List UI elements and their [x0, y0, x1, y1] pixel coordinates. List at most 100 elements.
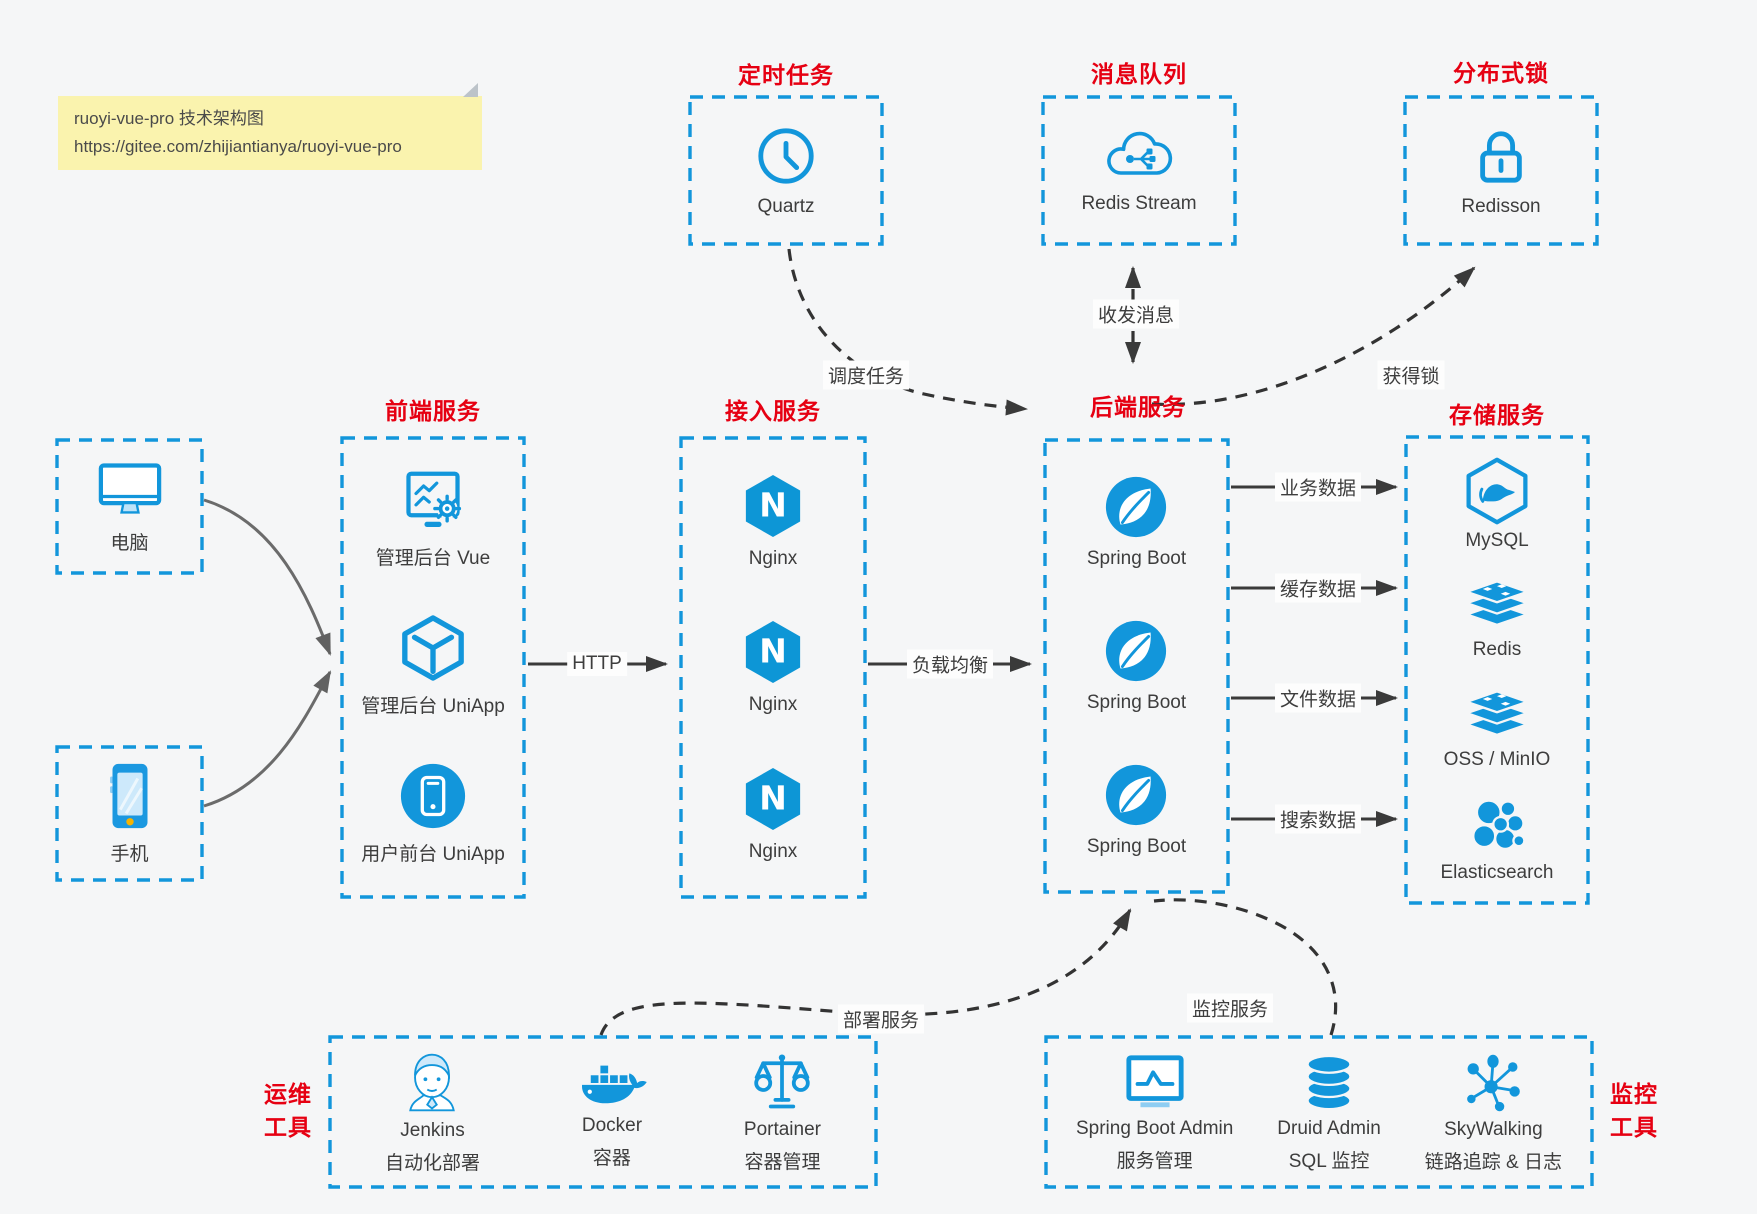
access-panel: N Nginx N Nginx N Nginx	[681, 438, 865, 897]
edge-label-search-data: 搜索数据	[1274, 804, 1362, 834]
edge-label-message: 收发消息	[1092, 299, 1180, 329]
node-springboot-3: Spring Boot	[1087, 762, 1186, 858]
node-sublabel: 自动化部署	[384, 1152, 480, 1174]
monitor-chart-icon	[1121, 1052, 1189, 1114]
node-label: Redis Stream	[1081, 192, 1197, 214]
node-redisson: Redisson	[1461, 124, 1541, 218]
hub-spoke-icon	[1461, 1051, 1525, 1115]
edge-phone-to-frontend	[203, 670, 332, 808]
frontend-panel-frame	[340, 436, 526, 899]
nginx-letter: N	[759, 632, 787, 671]
ops-tools-panel: Jenkins 自动化部署 Docker 容器	[330, 1037, 876, 1187]
node-druid-admin: Druid Admin SQL 监控	[1277, 1052, 1381, 1173]
cloud-stream-icon	[1100, 127, 1178, 185]
node-label: OSS / MinIO	[1443, 748, 1551, 770]
title-access: 接入服务	[725, 398, 821, 424]
edge-label-load-balance: 负载均衡	[906, 649, 994, 679]
storage-panel-frame	[1404, 435, 1590, 905]
edge-label-deploy-service: 部署服务	[837, 1004, 925, 1034]
database-stack-icon	[1301, 1052, 1357, 1114]
node-phone: 手机	[107, 761, 153, 866]
node-label: Nginx	[748, 694, 798, 716]
clock-icon	[754, 124, 818, 188]
title-scheduled-job: 定时任务	[738, 62, 834, 88]
redis-stream-panel: Redis Stream	[1043, 97, 1235, 244]
lock-icon	[1472, 124, 1530, 188]
edge-label-schedule-task: 调度任务	[822, 360, 910, 390]
phone-panel-frame	[55, 745, 204, 882]
node-redis-stream: Redis Stream	[1081, 127, 1197, 215]
node-label: Spring Boot Admin	[1075, 1117, 1234, 1139]
edge-label-business-data: 业务数据	[1274, 472, 1362, 502]
node-label: Nginx	[748, 840, 798, 862]
spring-leaf-icon	[1103, 762, 1169, 828]
node-label: Spring Boot	[1086, 836, 1187, 857]
lock-panel-frame	[1403, 95, 1599, 246]
node-label: Elasticsearch	[1440, 862, 1554, 884]
node-label: 手机	[110, 844, 149, 865]
node-label: SkyWalking	[1444, 1118, 1543, 1140]
pc-panel-frame	[55, 438, 204, 575]
layer-stack-icon	[1463, 577, 1531, 635]
node-admin-vue: 管理后台 Vue	[376, 469, 490, 570]
node-nginx-3: N Nginx	[742, 765, 804, 863]
redisson-panel: Redisson	[1405, 97, 1597, 244]
node-label: 管理后台 UniApp	[361, 695, 505, 717]
nginx-letter: N	[759, 486, 787, 525]
phone-circle-icon	[398, 761, 468, 831]
nginx-icon: N	[742, 618, 804, 686]
nginx-icon: N	[742, 472, 804, 540]
node-label: Spring Boot	[1086, 692, 1187, 713]
node-sublabel: 链路追踪 & 日志	[1424, 1151, 1562, 1173]
quartz-panel: Quartz	[690, 97, 882, 244]
node-springboot-2: Spring Boot	[1087, 618, 1186, 714]
node-springboot-1: Spring Boot	[1087, 474, 1186, 570]
node-springboot-admin: Spring Boot Admin 服务管理	[1076, 1052, 1233, 1173]
title-backend: 后端服务	[1090, 394, 1186, 420]
backend-panel: Spring Boot Spring Boot Spring Boot	[1045, 440, 1228, 892]
monitor-panel-frame	[1044, 1035, 1594, 1189]
node-redis: Redis	[1463, 577, 1531, 661]
monitor-tools-panel: Spring Boot Admin 服务管理 Druid Admin SQL 监…	[1046, 1037, 1592, 1187]
node-label: Portainer	[743, 1118, 821, 1140]
node-user-uniapp: 用户前台 UniApp	[361, 761, 505, 866]
node-skywalking: SkyWalking 链路追踪 & 日志	[1425, 1051, 1562, 1174]
mq-panel-frame	[1041, 95, 1237, 246]
node-label: 管理后台 Vue	[375, 548, 491, 570]
admin-screen-gear-icon	[396, 469, 470, 535]
frontend-panel: 管理后台 Vue 管理后台 UniApp 用户前台 UniApp	[342, 438, 524, 897]
title-message-queue: 消息队列	[1091, 61, 1187, 87]
phone-panel: 手机	[57, 747, 202, 880]
note-fold-corner	[463, 83, 478, 97]
node-label: MySQL	[1465, 529, 1529, 551]
node-sublabel: 服务管理	[1116, 1150, 1193, 1172]
quartz-panel-frame	[688, 95, 884, 246]
cube-icon	[399, 613, 467, 683]
edge-acquire-lock-line	[1151, 266, 1476, 407]
spring-leaf-icon	[1103, 618, 1169, 684]
note-title: ruoyi-vue-pro 技术架构图	[74, 109, 264, 128]
node-label: Spring Boot	[1086, 548, 1187, 569]
node-portainer: Portainer 容器管理	[744, 1051, 821, 1174]
node-label: Jenkins	[400, 1119, 465, 1141]
node-label: Redis	[1472, 639, 1522, 661]
pc-panel: 电脑	[57, 440, 202, 573]
storage-panel: MySQL Redis	[1406, 437, 1588, 903]
edge-pc-to-frontend	[203, 498, 332, 656]
title-storage: 存储服务	[1449, 402, 1545, 428]
node-label: Druid Admin	[1277, 1117, 1381, 1139]
node-sublabel: 容器管理	[744, 1151, 821, 1173]
node-jenkins: Jenkins 自动化部署	[385, 1050, 480, 1175]
node-nginx-1: N Nginx	[742, 472, 804, 570]
title-ops-tools: 运维 工具	[264, 1081, 312, 1141]
scales-icon	[751, 1051, 813, 1115]
node-label: Redisson	[1461, 195, 1541, 217]
node-nginx-2: N Nginx	[742, 618, 804, 716]
desktop-icon	[91, 458, 169, 520]
node-label: 电脑	[110, 533, 149, 554]
node-quartz: Quartz	[754, 124, 818, 218]
title-frontend: 前端服务	[385, 398, 481, 424]
backend-panel-frame	[1043, 438, 1230, 894]
edge-label-acquire-lock: 获得锁	[1377, 360, 1445, 390]
title-monitor-tools: 监控 工具	[1610, 1081, 1658, 1141]
